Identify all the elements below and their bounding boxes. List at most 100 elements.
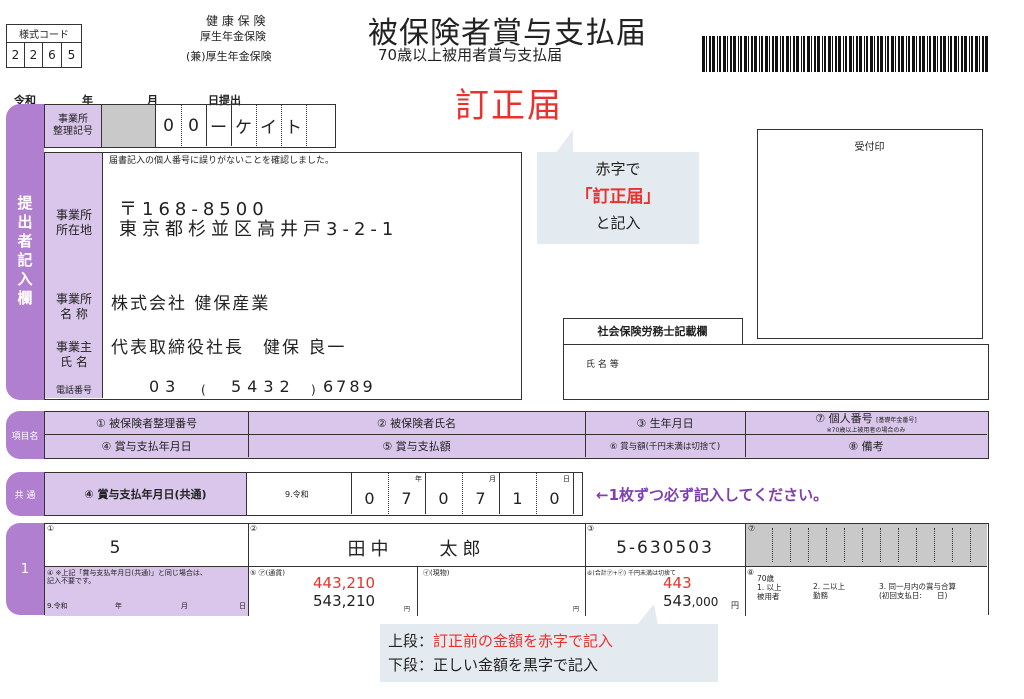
row1-birthdate: 5-630503 [616,538,714,558]
common-date-box: 9.令和 0 7 0 7 1 0 年 月 日 [247,472,583,516]
insurance-type-ken: (兼)厚生年金保険 [186,50,272,63]
correction-title: 訂正届 [455,86,563,126]
callout-pointer-icon [555,130,573,154]
callout-line2: 「訂正届」 [575,187,661,207]
header-c4b: ⑧ 備考 [848,439,884,453]
row1-sub4: ④ ※上記「賞与支払年月日(共通)」と同じ場合は、記入不要です。 [47,569,207,585]
barcode-bar [738,36,739,72]
row1-yen2: 円 [573,606,580,613]
row1-month: 月 [181,602,188,610]
barcode-bar [702,36,705,72]
row1-sub8: ⑧ [747,568,755,577]
barcode-bar [761,36,763,72]
barcode-bar [877,36,879,72]
barcode-bar [864,36,865,72]
submitter-side-tab: 提出者記入欄 [6,104,44,400]
row1-n2: ② [250,524,258,533]
office-no-char: 0 [188,115,199,136]
barcode-bar [803,36,805,72]
barcode-bar [845,36,847,72]
barcode-bar [828,36,831,72]
barcode-bar [772,36,774,72]
row1-new-amount: 543,210 [313,592,376,610]
row1-box: ① 5 ② 田中 太郎 ③ 5-630503 ⑦ ④ ※上記「賞与支払年月日(共… [44,523,989,616]
owner-value: 代表取締役社長 健保 良一 [111,338,347,358]
barcode-bar [740,36,742,72]
callout-pointer-icon [636,604,658,626]
barcode-bar [765,36,768,72]
phone-mid: 5432 [231,377,296,396]
reception-stamp-box: 受付印 [757,129,983,339]
common-digit: 0 [549,488,560,508]
barcode-bar [822,36,823,72]
address-zip: 〒168-8500 [119,199,269,220]
barcode-bar [859,36,862,72]
common-unit-day: 日 [563,475,570,483]
row1-sub5: ⑤ ㋐(通貨) [250,569,285,577]
barcode-bar [853,36,854,72]
day-label: 日提出 [208,94,241,107]
year-label: 年 [82,94,93,107]
barcode-bar [786,36,789,72]
header-c2a: ② 被保険者氏名 [376,417,457,430]
row1-n7: ⑦ [748,524,756,533]
phone-lparen: ( [201,383,206,397]
sharoushi-header: 社会保険労務士記載欄 [563,318,743,344]
header-c2b: ⑤ 賞与支払額 [382,439,451,453]
barcode-bar [782,36,784,72]
confirm-text: 届書記入の個人番号に誤りがないことを確認しました。 [109,156,335,166]
row1-day: 日 [239,602,246,610]
phone-area: 03 [149,377,182,396]
barcode-bar [901,36,904,72]
phone-last: 6789 [323,377,376,396]
barcode-bar [843,36,844,72]
common-era: 9.令和 [285,490,309,499]
barcode-bar [969,36,970,72]
row1-yen3: 円 [731,601,739,610]
barcode-bar [730,36,732,72]
sharoushi-name-label: 氏 名 等 [586,360,619,370]
barcode-bar [919,36,921,72]
row1-era: 9.令和 [47,602,68,610]
row1-opt2: 2. 二以上 勤務 [813,582,846,600]
header-c3b: ⑥ 賞与額(千円未満は切捨て) [609,441,721,452]
barcode-bar [971,36,973,72]
barcode-bar [801,36,802,72]
row1-n3: ③ [587,524,595,533]
row1-sub4-cell: ④ ※上記「賞与支払年月日(共通)」と同じ場合は、記入不要です。 9.令和 年 … [45,567,248,616]
form-code-digit: 6 [43,43,62,67]
barcode-bar [961,36,963,72]
barcode-bar [954,36,957,72]
office-info-block: 届書記入の個人番号に誤りがないことを確認しました。 事業所 所在地 〒168-8… [44,152,522,400]
callout-amount: 上段：訂正前の金額を赤字で記入 下段：正しい金額を黒字で記入 [380,604,718,682]
barcode-bar [940,36,942,72]
form-code-digit: 5 [67,48,76,62]
barcode-bar [985,36,988,72]
barcode-bar [979,36,980,72]
barcode-bar [912,36,915,72]
common-unit-month: 月 [489,475,496,483]
barcode-icon [702,36,988,72]
header-c1a: ① 被保険者整理番号 [95,417,198,430]
barcode-bar [849,36,852,72]
office-no-char: イ [260,118,277,138]
office-no-char: 0 [163,115,174,136]
barcode-bar [880,36,883,72]
office-name-value: 株式会社 健保産業 [111,294,271,314]
era-label: 令和 [14,94,36,107]
form-subtitle: 70歳以上被用者賞与支払届 [378,46,563,64]
barcode-bar [759,36,760,72]
barcode-bar [744,36,747,72]
barcode-bar [780,36,781,72]
barcode-bar [769,36,770,72]
submitter-side-label: 提出者記入欄 [15,195,34,309]
barcode-bar [709,36,711,72]
row1-year: 年 [115,602,122,610]
office-no-gray [102,104,156,148]
office-no-char: ケ [235,118,252,138]
barcode-bar [927,36,928,72]
form-code-box: 様式コード 2 2 6 5 [6,24,82,68]
barcode-bar [982,36,984,72]
barcode-bar [922,36,925,72]
common-unit-year: 年 [415,475,422,483]
